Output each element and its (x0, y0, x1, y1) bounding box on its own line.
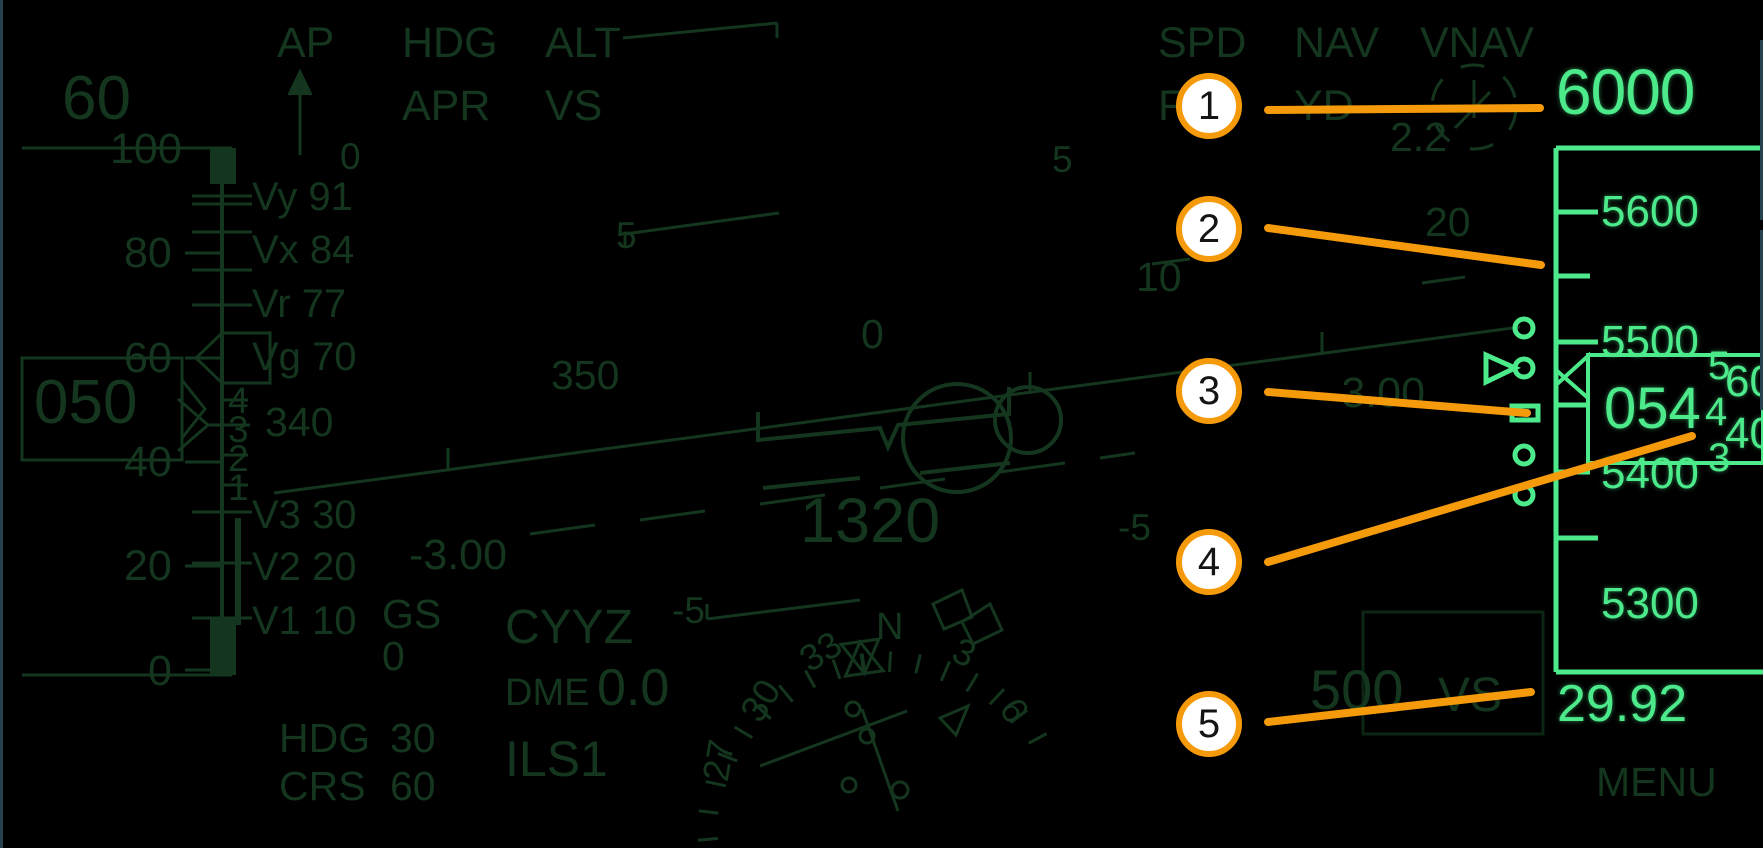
vspeed-v3: V3 30 (252, 495, 357, 535)
hdg-label: HDG (279, 715, 371, 761)
baro-setting[interactable]: 29.92 (1557, 675, 1688, 733)
vspeed-vx-label: Vx (252, 228, 299, 272)
radar-altitude: 1320 (800, 486, 941, 556)
vspeed-v3-label: V3 (252, 493, 301, 537)
alt-roll-digit-4: 4 (1705, 390, 1728, 434)
vspeed-v1-value: 10 (312, 599, 357, 643)
annotation-marker-1[interactable]: 1 (1176, 73, 1242, 139)
vnav-value: 2.2 (1390, 114, 1447, 160)
speed-tick-100: 100 (110, 125, 182, 173)
pitch-label-20: 20 (1425, 199, 1471, 245)
aoa-tick-1: 1 (228, 467, 249, 508)
speed-tick-0: 0 (148, 647, 172, 695)
annunciator-nav[interactable]: NAV (1294, 19, 1380, 67)
glideslope-angle-left: -3.00 (409, 531, 508, 579)
annotation-marker-3[interactable]: 3 (1176, 358, 1242, 424)
aoa-tick-4: 4 (228, 380, 249, 421)
speed-tick-60: 60 (124, 334, 172, 382)
vspeed-v2-value: 20 (312, 545, 357, 589)
pitch-label-neg5-right: -5 (1118, 507, 1151, 548)
speed-tick-20: 20 (124, 542, 172, 590)
annunciator-hdg[interactable]: HDG (402, 19, 498, 67)
alt-tick-5400: 5400 (1601, 449, 1699, 498)
annunciator-ap[interactable]: AP (277, 19, 335, 67)
speed-tick-80: 80 (124, 229, 172, 277)
compass-label-33: 33 (792, 623, 849, 680)
pitch-label-5-left: 5 (616, 215, 637, 256)
aoa-tick-2: 2 (228, 438, 249, 479)
heading-tick-350: 350 (551, 352, 620, 398)
aoa-tick-3: 3 (228, 409, 249, 450)
hdg-value: 30 (390, 715, 436, 761)
screen-edge-left (0, 0, 3, 848)
current-altitude: 054 (1604, 376, 1701, 441)
crs-value: 60 (390, 763, 436, 809)
ap-arrow-value: 0 (340, 136, 361, 177)
vspeed-vg-value: 70 (312, 335, 357, 379)
gs-value: 0 (382, 633, 405, 679)
annotation-marker-4[interactable]: 4 (1176, 529, 1242, 595)
annunciator-vs[interactable]: VS (545, 82, 603, 130)
annunciator-apr[interactable]: APR (402, 82, 491, 130)
compass-label-30: 30 (732, 672, 789, 729)
compass-label-3: 3 (946, 629, 983, 676)
ils-source[interactable]: ILS1 (505, 731, 608, 787)
gs-label: GS (382, 591, 442, 637)
screen-edge-right-mid (1760, 230, 1763, 410)
speed-tick-40: 40 (124, 438, 172, 486)
pitch-label-10: 10 (1136, 254, 1182, 300)
compass-label-27: 27 (694, 736, 743, 785)
glideslope-angle-right: -3.00 (1327, 369, 1426, 417)
annunciator-yd[interactable]: YD (1294, 82, 1354, 130)
screen-edge-right-top (1760, 40, 1763, 220)
vspeed-v2-label: V2 (252, 545, 301, 589)
annunciator-alt[interactable]: ALT (545, 19, 621, 67)
vspeed-v1: V1 10 (252, 601, 357, 641)
alt-roll-digit-5: 5 (1708, 344, 1731, 388)
annotation-marker-2[interactable]: 2 (1176, 196, 1242, 262)
annunciator-spd[interactable]: SPD (1158, 19, 1247, 67)
vspeed-vy-label: Vy (252, 175, 298, 219)
heading-tick-340: 340 (265, 399, 334, 445)
vertical-speed-label: VS (1438, 669, 1503, 722)
vspeed-vr-value: 77 (301, 282, 347, 326)
vertical-speed-value: 500 (1310, 658, 1404, 721)
vspeed-vr-label: Vr (252, 282, 291, 326)
pitch-label-0-center: 0 (861, 311, 884, 357)
crs-label: CRS (279, 763, 366, 809)
vspeed-v3-value: 30 (312, 493, 357, 537)
vspeed-vx: Vx 84 (252, 230, 354, 270)
leader-line-2 (1264, 224, 1545, 269)
compass-label-6: 6 (991, 690, 1038, 731)
vspeed-vy-value: 91 (308, 175, 353, 219)
annunciator-vnav[interactable]: VNAV (1420, 19, 1534, 67)
vspeed-vy: Vy 91 (252, 177, 353, 217)
selected-altitude[interactable]: 6000 (1556, 56, 1695, 128)
pitch-label-5-upper: 5 (1052, 139, 1073, 180)
alt-roll-side-40: 40 (1725, 409, 1763, 458)
vspeed-vx-value: 84 (309, 228, 355, 272)
pitch-label-neg5-left: -5 (672, 590, 705, 631)
alt-tick-5300: 5300 (1601, 579, 1699, 628)
annotation-marker-5[interactable]: 5 (1176, 691, 1242, 757)
alt-roll-side-60: 60 (1725, 357, 1763, 406)
alt-tick-5500: 5500 (1601, 317, 1699, 366)
current-airspeed: 050 (34, 368, 138, 437)
compass-label-n: N (876, 606, 904, 648)
dme-label: DME (505, 672, 590, 714)
alt-roll-digit-3: 3 (1708, 436, 1731, 480)
vspeed-v2: V2 20 (252, 547, 357, 587)
speed-target-value: 60 (62, 64, 131, 133)
vspeed-vg: Vg 70 (252, 337, 357, 377)
vspeed-vr: Vr 77 (252, 284, 346, 324)
vspeed-v1-label: V1 (252, 599, 301, 643)
dme-value: 0.0 (597, 659, 670, 717)
alt-tick-5600: 5600 (1601, 187, 1699, 236)
nav-ident: CYYZ (505, 601, 634, 654)
menu-button[interactable]: MENU (1596, 759, 1717, 805)
vspeed-vg-label: Vg (252, 335, 301, 379)
